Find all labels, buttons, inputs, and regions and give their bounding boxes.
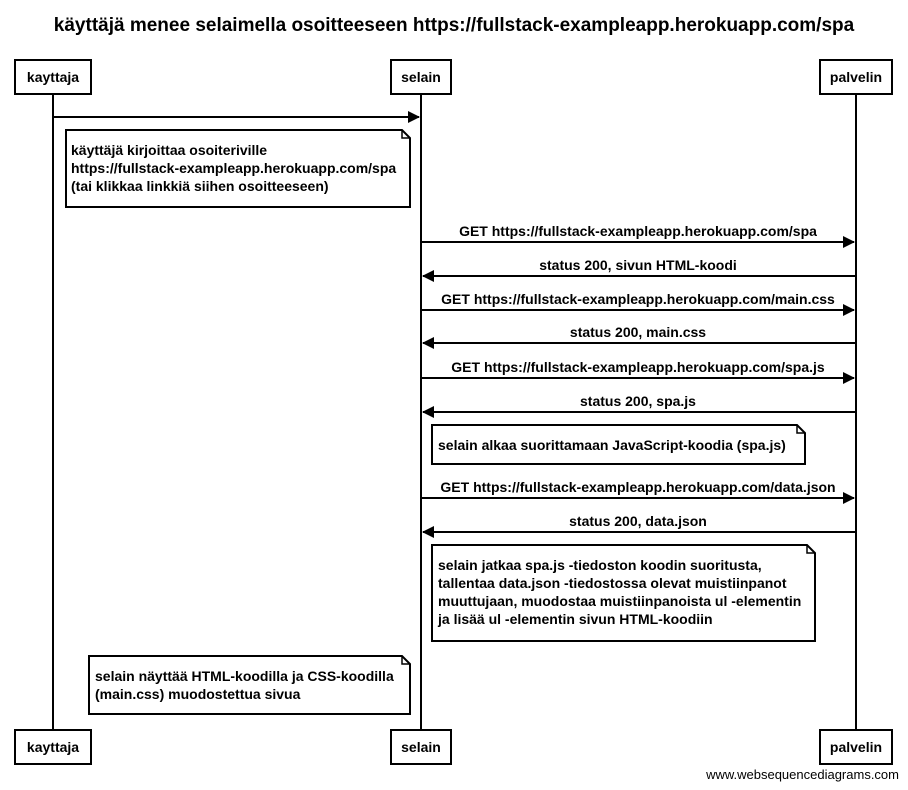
watermark-link[interactable]: www.websequencediagrams.com [705,767,899,782]
message-get-spa: GET https://fullstack-exampleapp.herokua… [421,223,855,248]
message-label: GET https://fullstack-exampleapp.herokua… [441,291,835,307]
participant-label: palvelin [830,739,882,755]
message-status-html: status 200, sivun HTML-koodi [422,257,856,282]
participant-label: selain [401,739,441,755]
message-status-main-css: status 200, main.css [422,324,856,349]
participant-label: palvelin [830,69,882,85]
message-label: status 200, sivun HTML-koodi [539,257,737,273]
note-line: https://fullstack-exampleapp.herokuapp.c… [71,160,396,176]
note-line: selain näyttää HTML-koodilla ja CSS-kood… [95,668,394,684]
message-get-data-json: GET https://fullstack-exampleapp.herokua… [421,479,855,504]
message-get-main-css: GET https://fullstack-exampleapp.herokua… [421,291,855,316]
message-label: GET https://fullstack-exampleapp.herokua… [451,359,825,375]
note-shows-page: selain näyttää HTML-koodilla ja CSS-kood… [88,655,411,715]
note-builds-ul-element: selain jatkaa spa.js -tiedoston koodin s… [431,544,816,642]
participant-kayttaja-top: kayttaja [14,59,92,95]
message-label: status 200, main.css [570,324,706,340]
diagram-title: käyttäjä menee selaimella osoitteeseen h… [54,15,855,36]
participant-selain-top: selain [390,59,452,95]
participant-selain-bottom: selain [390,729,452,765]
participant-label: selain [401,69,441,85]
message-status-spa-js: status 200, spa.js [422,393,856,418]
message-label: GET https://fullstack-exampleapp.herokua… [459,223,817,239]
participant-label: kayttaja [27,739,79,755]
note-user-types-url: käyttäjä kirjoittaa osoiteriville https:… [65,129,411,208]
participant-label: kayttaja [27,69,79,85]
message-status-data-json: status 200, data.json [422,513,856,538]
note-line: ja lisää ul -elementin sivun HTML-koodii… [437,611,713,627]
note-runs-javascript: selain alkaa suorittamaan JavaScript-koo… [431,424,806,465]
note-line: tallentaa data.json -tiedostossa olevat … [438,575,787,591]
message-label: GET https://fullstack-exampleapp.herokua… [440,479,835,495]
participant-palvelin-bottom: palvelin [819,729,893,765]
note-line: (tai klikkaa linkkiä siihen osoitteeseen… [71,178,329,194]
note-line: käyttäjä kirjoittaa osoiteriville [71,142,267,158]
note-line: muuttujaan, muodostaa muistiinpanoista u… [438,593,801,609]
note-line: selain alkaa suorittamaan JavaScript-koo… [438,437,786,453]
message-get-spa-js: GET https://fullstack-exampleapp.herokua… [421,359,855,384]
note-line: selain jatkaa spa.js -tiedoston koodin s… [438,557,762,573]
participant-palvelin-top: palvelin [819,59,893,95]
message-label: status 200, data.json [569,513,707,529]
participant-kayttaja-bottom: kayttaja [14,729,92,765]
note-line: (main.css) muodostettua sivua [95,686,301,702]
message-label: status 200, spa.js [580,393,696,409]
